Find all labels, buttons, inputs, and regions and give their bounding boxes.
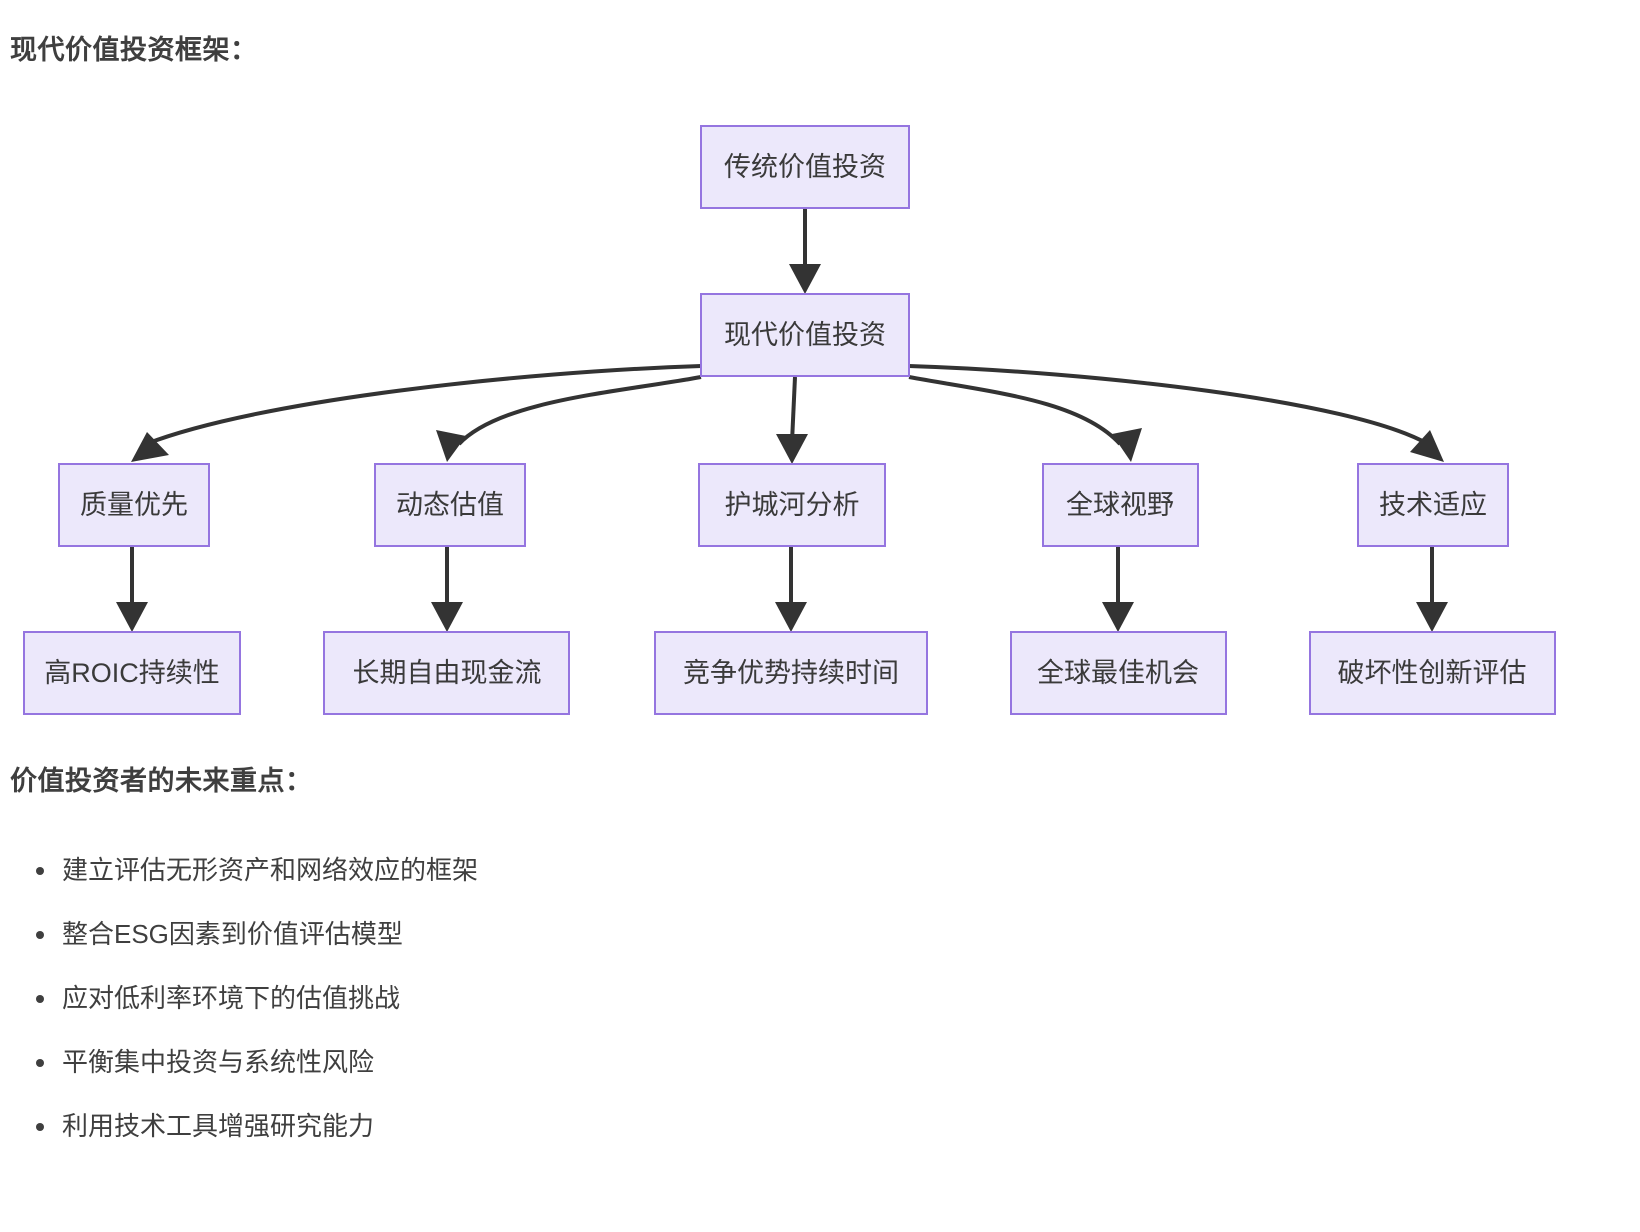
list-item: 整合ESG因素到价值评估模型 <box>36 902 1062 966</box>
node-label-global-vision: 全球视野 <box>1066 490 1174 520</box>
future-focus-heading: 价值投资者的未来重点： <box>10 766 313 796</box>
node-long-term-free-cash-flow[interactable]: 长期自由现金流 <box>323 631 570 715</box>
node-label-tech-adaptation: 技术适应 <box>1379 490 1487 520</box>
list-item: 利用技术工具增强研究能力 <box>36 1094 1062 1158</box>
arrowhead-global-to-opp <box>1102 602 1134 632</box>
list-item: 建立评估无形资产和网络效应的框架 <box>36 838 1062 902</box>
edge-modern-to-global <box>908 375 1122 446</box>
arrowhead-modern-to-tech <box>1410 430 1444 462</box>
list-item: 平衡集中投资与系统性风险 <box>36 1030 1062 1094</box>
node-label-global-best-opportunities: 全球最佳机会 <box>1037 658 1199 688</box>
node-disruptive-innovation-assessment[interactable]: 破坏性创新评估 <box>1309 631 1556 715</box>
node-moat-analysis[interactable]: 护城河分析 <box>698 463 886 547</box>
node-label-modern-value-investing: 现代价值投资 <box>724 320 886 350</box>
arrowhead-dynamic-to-fcf <box>431 602 463 632</box>
node-label-competitive-advantage-duration: 竞争优势持续时间 <box>683 658 899 688</box>
framework-heading: 现代价值投资框架： <box>10 35 258 65</box>
node-label-high-roic-sustainability: 高ROIC持续性 <box>44 658 220 688</box>
arrowhead-modern-to-global <box>1112 428 1142 462</box>
list-item: 应对低利率环境下的估值挑战 <box>36 966 1062 1030</box>
flowchart-svg: 传统价值投资 现代价值投资 质量优先 动态估值 护城河分析 <box>23 125 1556 715</box>
edge-modern-to-dynamic <box>457 375 702 446</box>
edge-modern-to-moat <box>790 376 797 443</box>
node-layer: 传统价值投资 现代价值投资 质量优先 动态估值 护城河分析 <box>23 125 1556 715</box>
node-label-traditional-value-investing: 传统价值投资 <box>724 152 886 182</box>
future-focus-list: 建立评估无形资产和网络效应的框架 整合ESG因素到价值评估模型 应对低利率环境下… <box>10 838 1062 1158</box>
edge-modern-to-quality <box>145 364 702 446</box>
node-quality-first[interactable]: 质量优先 <box>58 463 210 547</box>
node-high-roic-sustainability[interactable]: 高ROIC持续性 <box>23 631 241 715</box>
node-global-vision[interactable]: 全球视野 <box>1042 463 1199 547</box>
node-label-long-term-free-cash-flow: 长期自由现金流 <box>353 658 542 688</box>
arrowhead-modern-to-moat <box>776 434 808 464</box>
arrowhead-quality-to-roic <box>116 602 148 632</box>
node-label-disruptive-innovation-assessment: 破坏性创新评估 <box>1338 658 1527 688</box>
node-traditional-value-investing[interactable]: 传统价值投资 <box>700 125 910 209</box>
node-label-quality-first: 质量优先 <box>80 490 188 520</box>
node-tech-adaptation[interactable]: 技术适应 <box>1357 463 1509 547</box>
arrowhead-root-to-modern <box>789 264 821 294</box>
node-label-dynamic-valuation: 动态估值 <box>396 490 504 520</box>
node-label-moat-analysis: 护城河分析 <box>725 490 860 520</box>
arrowhead-modern-to-quality <box>131 432 169 462</box>
node-modern-value-investing[interactable]: 现代价值投资 <box>700 293 910 377</box>
value-investing-flowchart: 传统价值投资 现代价值投资 质量优先 动态估值 护城河分析 <box>0 100 1640 740</box>
node-global-best-opportunities[interactable]: 全球最佳机会 <box>1010 631 1227 715</box>
arrowhead-tech-to-disrupt <box>1416 602 1448 632</box>
edge-layer <box>116 209 1448 632</box>
arrowhead-modern-to-dynamic <box>436 430 466 462</box>
edge-modern-to-tech <box>908 364 1429 446</box>
node-competitive-advantage-duration[interactable]: 竞争优势持续时间 <box>654 631 928 715</box>
arrowhead-moat-to-advantage <box>775 602 807 632</box>
node-dynamic-valuation[interactable]: 动态估值 <box>374 463 526 547</box>
